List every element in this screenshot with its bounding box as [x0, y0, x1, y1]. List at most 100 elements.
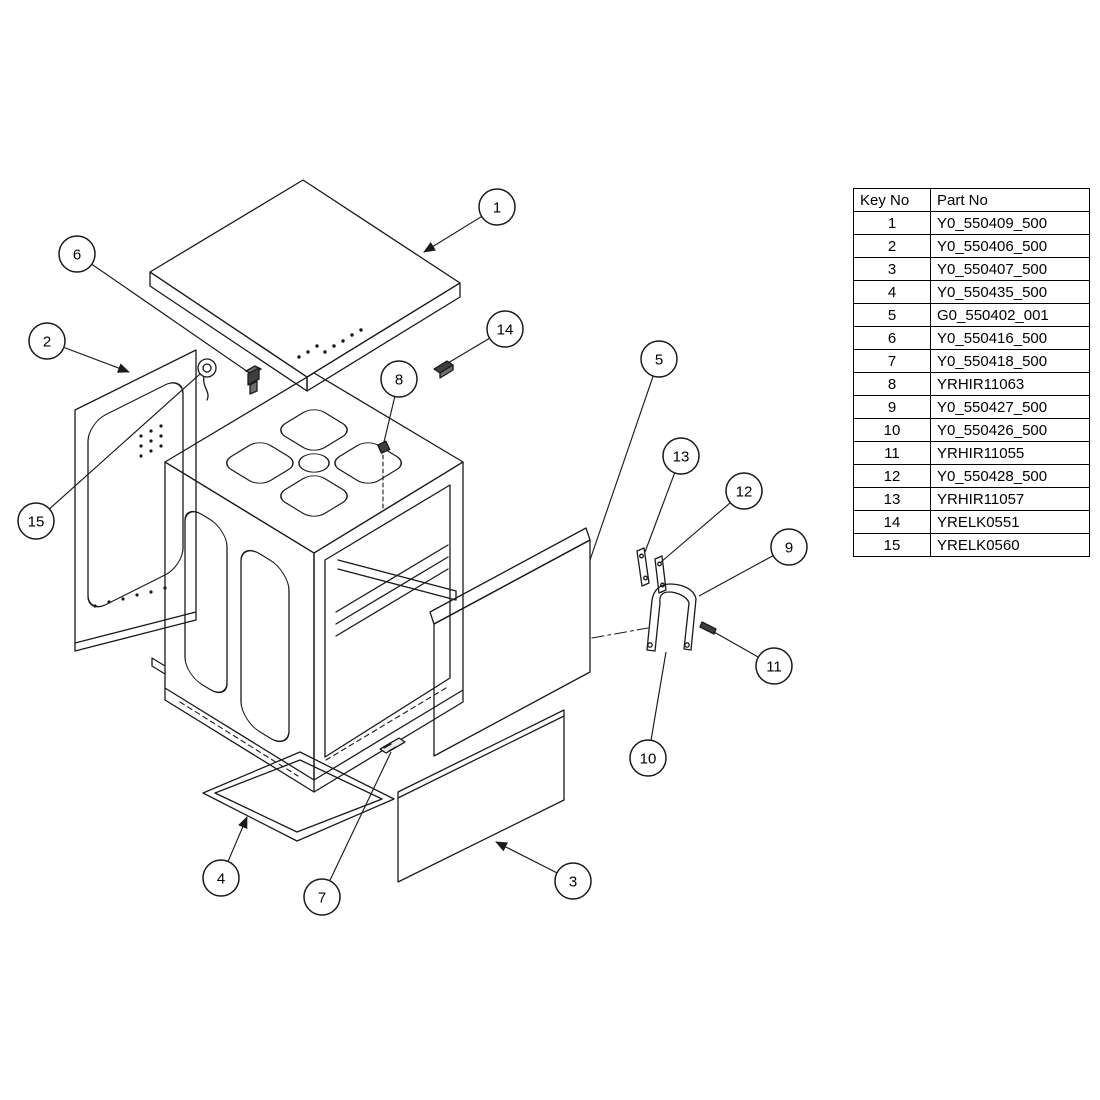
col-part-no: Part No — [930, 188, 1090, 212]
strip-part-13 — [636, 547, 650, 587]
leader-line-6 — [91, 263, 249, 373]
leader-line-14 — [447, 337, 490, 364]
callout-circle — [380, 360, 418, 398]
callout-circle — [662, 437, 700, 475]
part-no-cell: Y0_550435_500 — [930, 280, 1090, 304]
key-no-cell: 15 — [853, 533, 931, 557]
callout-number: 10 — [640, 751, 657, 768]
key-no-cell: 9 — [853, 395, 931, 419]
leader-lines — [49, 215, 774, 881]
callout-circle — [303, 878, 341, 916]
callout-6: 6 — [58, 235, 96, 273]
key-no-cell: 4 — [853, 280, 931, 304]
callout-number: 4 — [217, 871, 225, 888]
callout-number: 5 — [655, 352, 663, 369]
callout-number: 7 — [318, 890, 326, 907]
pin-part-11 — [699, 621, 717, 635]
col-key-no: Key No — [853, 188, 931, 212]
key-no-cell: 14 — [853, 510, 931, 534]
side-panel-part — [74, 349, 197, 652]
part-no-cell: Y0_550418_500 — [930, 349, 1090, 373]
callout-7: 7 — [303, 878, 341, 916]
assembly-drawing — [74, 179, 717, 883]
callout-number: 8 — [395, 372, 403, 389]
callout-circle — [725, 472, 763, 510]
leader-line-8 — [383, 396, 396, 443]
leader-line-5 — [589, 375, 654, 561]
part-no-cell: Y0_550428_500 — [930, 464, 1090, 488]
callout-circle — [640, 340, 678, 378]
callout-number: 6 — [73, 247, 81, 264]
callout-11: 11 — [755, 647, 793, 685]
part-no-cell: YRHIR11063 — [930, 372, 1090, 396]
part-no-cell: Y0_550409_500 — [930, 211, 1090, 235]
callout-14: 14 — [486, 310, 524, 348]
callout-number: 2 — [43, 334, 51, 351]
leader-line-10 — [650, 651, 667, 741]
cabinet-body-drawing — [151, 372, 464, 793]
key-no-cell: 3 — [853, 257, 931, 281]
callout-circle — [58, 235, 96, 273]
bottom-panel-part — [202, 751, 395, 842]
leader-line-7 — [329, 751, 392, 881]
callout-number: 9 — [785, 540, 793, 557]
strip-part-12 — [654, 555, 667, 594]
leader-line-3 — [495, 841, 558, 874]
key-no-cell: 8 — [853, 372, 931, 396]
leader-line-9 — [698, 555, 774, 597]
leader-line-12 — [660, 502, 731, 563]
callout-13: 13 — [662, 437, 700, 475]
callout-circle — [28, 322, 66, 360]
callout-number: 11 — [766, 659, 782, 676]
callout-number: 15 — [28, 514, 45, 531]
callout-number: 3 — [569, 874, 577, 891]
callout-8: 8 — [380, 360, 418, 398]
key-no-cell: 2 — [853, 234, 931, 258]
key-no-cell: 10 — [853, 418, 931, 442]
table-header-row: Key No Part No — [853, 188, 1090, 212]
callout-circle — [486, 310, 524, 348]
part-no-cell: Y0_550407_500 — [930, 257, 1090, 281]
callout-4: 4 — [202, 859, 240, 897]
callout-15: 15 — [17, 502, 55, 540]
callout-5: 5 — [640, 340, 678, 378]
callout-number: 1 — [493, 200, 501, 217]
callout-circle — [202, 859, 240, 897]
key-no-cell: 11 — [853, 441, 931, 465]
callout-circle — [770, 528, 808, 566]
callout-10: 10 — [629, 739, 667, 777]
lower-front-panel-part — [397, 709, 565, 883]
part-no-cell: G0_550402_001 — [930, 303, 1090, 327]
part-no-cell: Y0_550427_500 — [930, 395, 1090, 419]
part-no-cell: YRELK0551 — [930, 510, 1090, 534]
callout-number: 13 — [673, 449, 690, 466]
callout-circle — [17, 502, 55, 540]
bracket-part-7 — [379, 737, 406, 754]
callout-2: 2 — [28, 322, 66, 360]
callout-circle — [755, 647, 793, 685]
u-bracket-part — [646, 583, 697, 652]
leader-line-13 — [644, 472, 676, 553]
part-no-cell: Y0_550416_500 — [930, 326, 1090, 350]
top-panel-part — [149, 179, 461, 392]
leader-line-11 — [713, 631, 759, 658]
callout-12: 12 — [725, 472, 763, 510]
part-no-cell: YRHIR11057 — [930, 487, 1090, 511]
callout-3: 3 — [554, 862, 592, 900]
callout-circle — [629, 739, 667, 777]
part-no-cell: Y0_550406_500 — [930, 234, 1090, 258]
